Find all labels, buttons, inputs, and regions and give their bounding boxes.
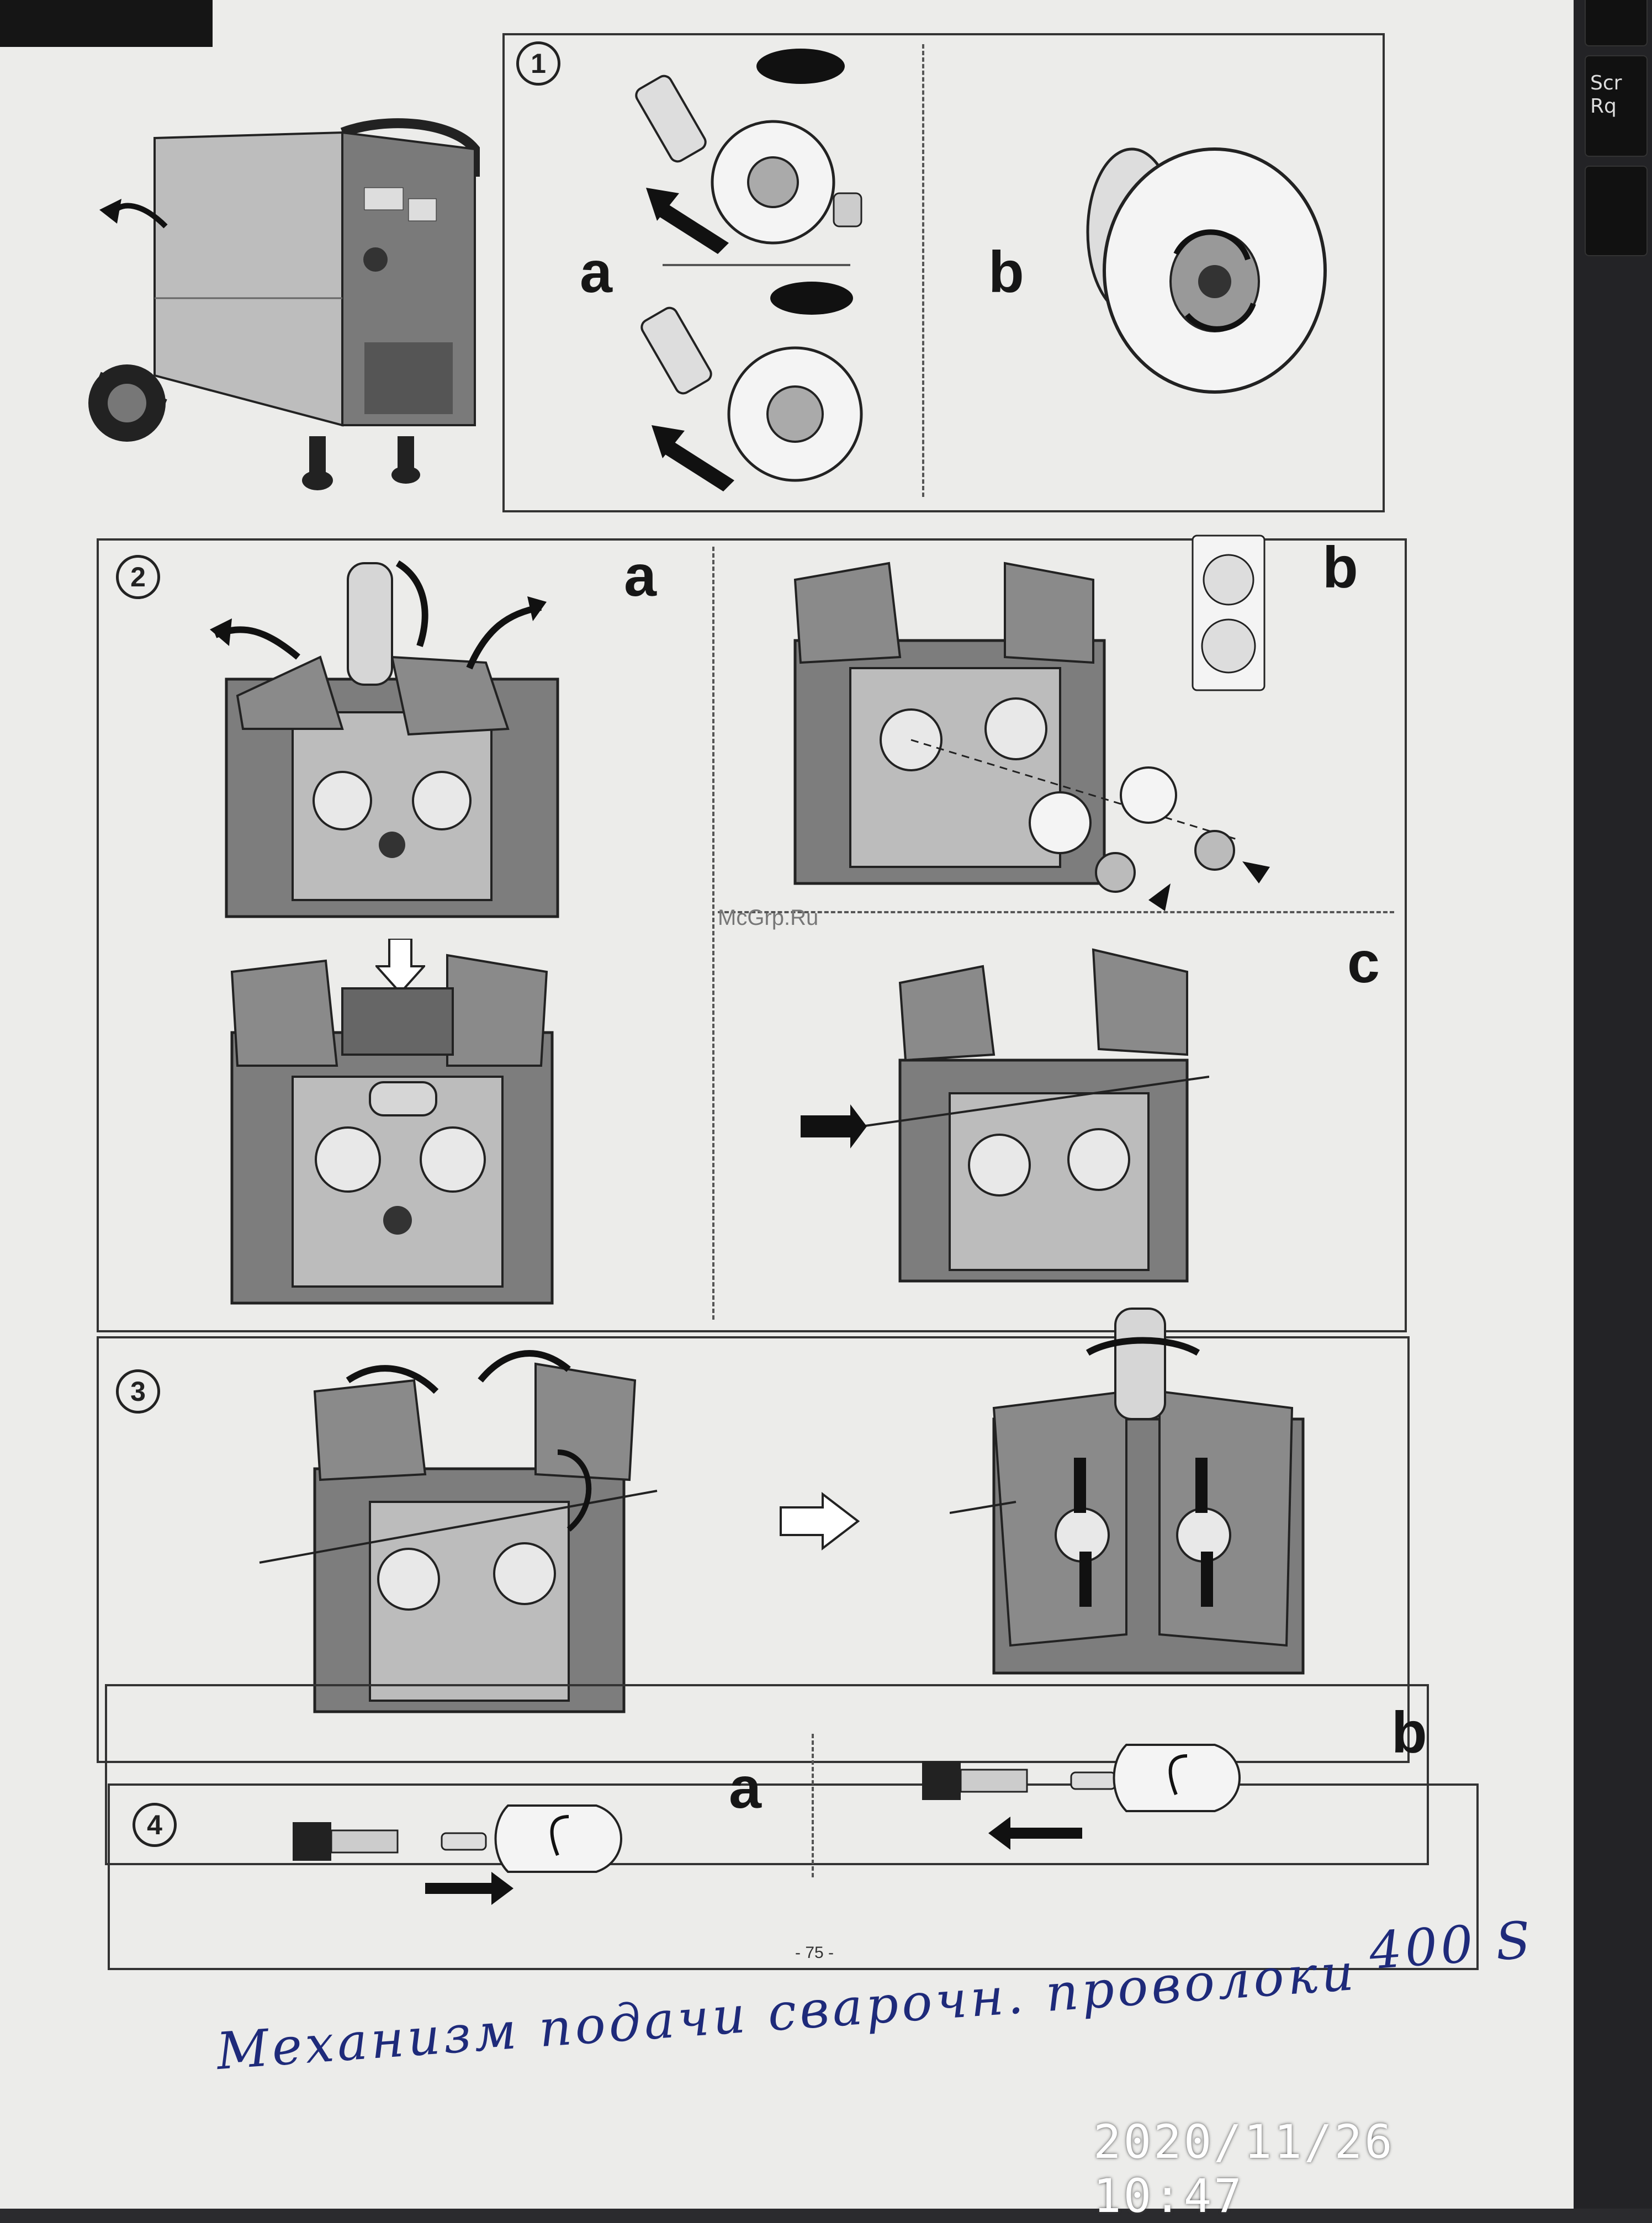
step-2b-label: b — [1322, 535, 1358, 600]
step-4-number: 4 — [133, 1803, 177, 1847]
spool-mount-illustration-lower — [640, 282, 863, 491]
section-2-box — [97, 538, 1407, 1332]
step-2a-label: a — [624, 543, 656, 608]
key-label-rq: Rq — [1590, 95, 1617, 118]
step-4a-label: a — [729, 1755, 761, 1820]
section-4-inner-box — [108, 1783, 1479, 1970]
section-3-box — [97, 1336, 1410, 1763]
handwritten-model: 400 S — [1367, 1910, 1536, 1981]
step-1a-label: a — [580, 240, 612, 305]
photo-timestamp: 2020/11/26 10:47 — [1093, 2115, 1395, 2223]
page-number: - 75 - — [795, 1944, 834, 1962]
spool-brake-illustration — [1086, 147, 1327, 394]
welder-machine-illustration — [88, 118, 480, 490]
step-1b-label: b — [988, 240, 1024, 305]
torch-connector-attach-illustration — [293, 1804, 622, 1905]
section-4-divider — [812, 1734, 814, 1877]
section-2-vertical-divider — [712, 547, 714, 1320]
step-3-number: 3 — [116, 1369, 160, 1414]
manual-page: 1 a b 2 a b c McGrp.Ru — [0, 0, 1574, 2223]
spool-mount-illustration-upper — [635, 49, 862, 254]
feeder-pressure-close-illustration — [259, 1350, 658, 1713]
keyboard-edge: Scr Rq — [1574, 0, 1652, 2209]
wire-threading-illustration — [801, 948, 1209, 1283]
watermark: McGrp.Ru — [718, 906, 819, 930]
step-1-number: 1 — [516, 41, 560, 86]
page-corner-tab — [0, 0, 213, 47]
section-1-box — [502, 33, 1385, 512]
keyboard-key-scr-rq: Scr Rq — [1585, 55, 1648, 157]
keyboard-key-bottom — [1585, 166, 1648, 256]
feeder-closed-illustration — [230, 954, 554, 1305]
feed-roller-change-illustration — [793, 534, 1270, 911]
section-2-horizontal-divider — [718, 911, 1394, 913]
section-1-divider — [922, 44, 924, 497]
down-arrow-icon — [375, 939, 425, 994]
step-4b-label: b — [1391, 1700, 1427, 1765]
right-arrow-icon — [780, 1491, 860, 1551]
step-2-number: 2 — [116, 555, 160, 599]
keyboard-key-top — [1585, 0, 1648, 46]
feeder-pressure-adjust-illustration — [950, 1308, 1305, 1675]
section-4-box — [105, 1684, 1429, 1865]
step-2c-label: c — [1347, 930, 1380, 995]
key-label-scr: Scr — [1590, 72, 1622, 94]
feeder-open-illustration — [210, 560, 559, 918]
section-1a-separator — [663, 264, 850, 266]
torch-connector-detach-illustration — [922, 1744, 1241, 1850]
